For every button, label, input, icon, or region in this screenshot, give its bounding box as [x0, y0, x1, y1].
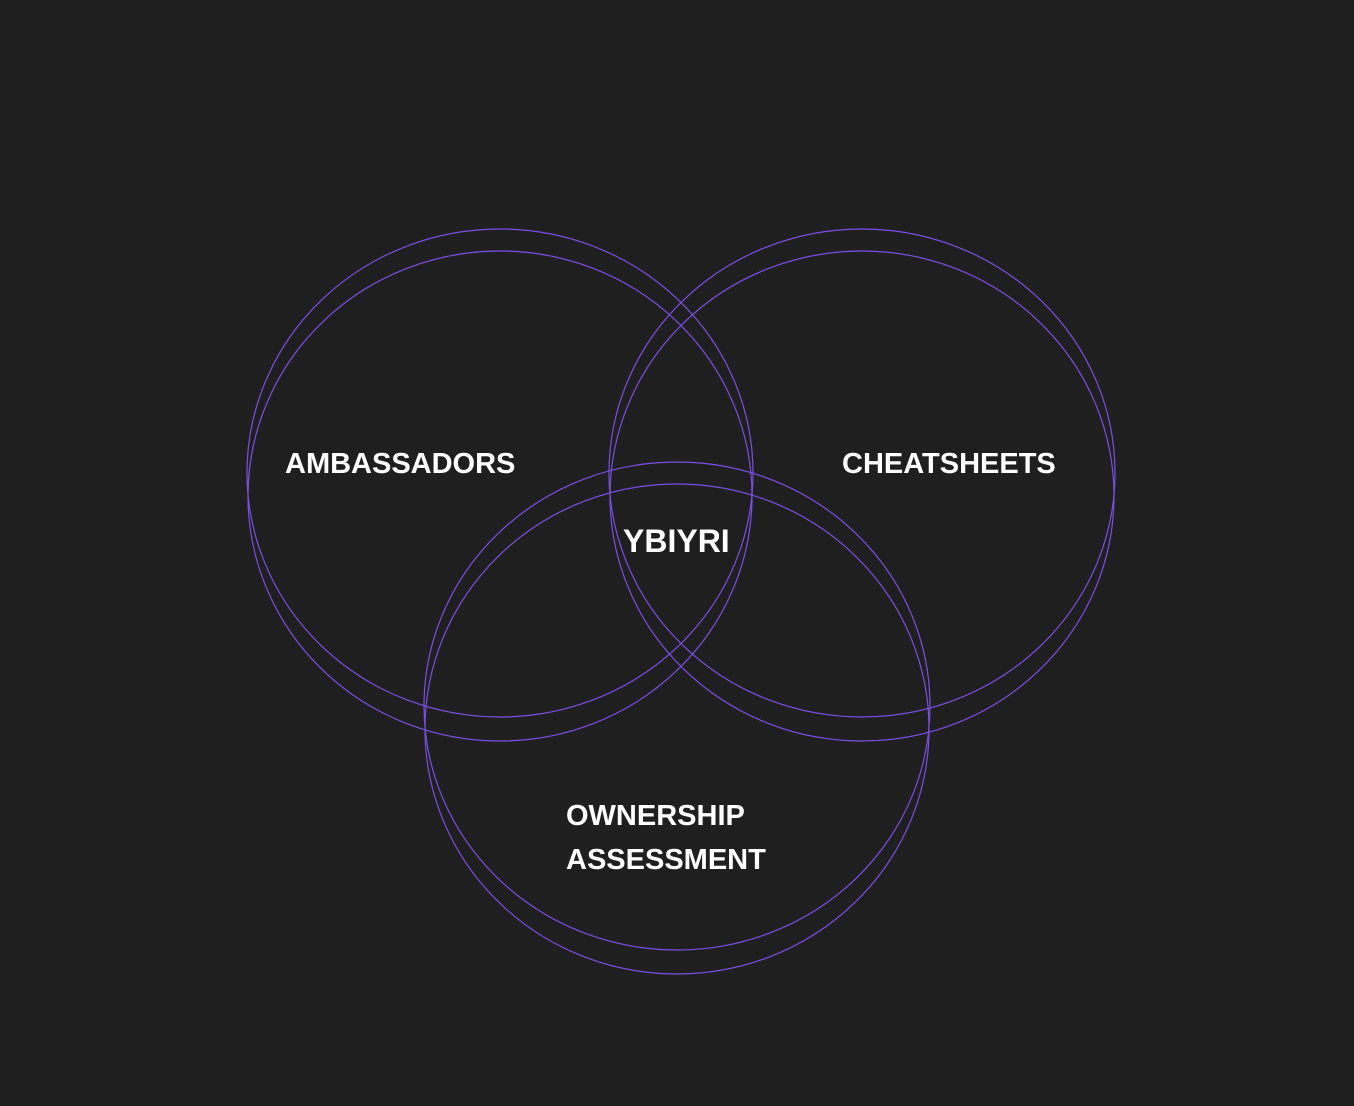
label-assessment: ASSESSMENT: [566, 844, 766, 876]
label-ownership: OWNERSHIP: [566, 800, 745, 832]
label-cheatsheets: CHEATSHEETS: [842, 448, 1056, 480]
circle-ambassadors-inner-ring: [247, 250, 753, 742]
circle-cheatsheets: [608, 228, 1116, 742]
circle-ownership-assessment: [423, 461, 931, 975]
label-center-ybiyri: YBIYRI: [623, 523, 730, 559]
circle-cheatsheets-outer-ring: [608, 228, 1116, 718]
circle-cheatsheets-inner-ring: [609, 250, 1115, 742]
circle-ownership-assessment-outer-ring: [423, 461, 931, 951]
label-ambassadors: AMBASSADORS: [285, 448, 515, 480]
circle-ownership-assessment-inner-ring: [424, 483, 930, 975]
